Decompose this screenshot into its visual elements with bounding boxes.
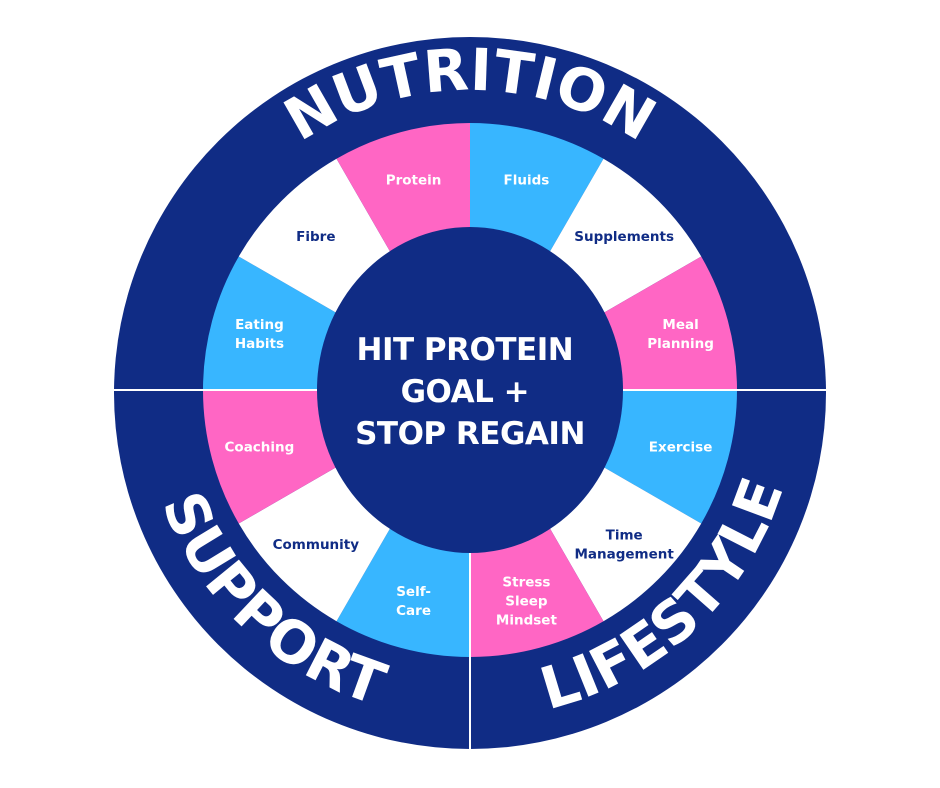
- segment-coaching: [203, 390, 341, 524]
- center-circle: [317, 227, 623, 553]
- segment-fibre: [238, 158, 395, 315]
- segment-self-care: [336, 519, 470, 657]
- segment-ring: [203, 123, 737, 657]
- segment-community: [238, 465, 395, 622]
- segment-protein: [336, 123, 470, 261]
- segment-label: Community: [273, 537, 360, 553]
- segment-label: Protein: [386, 172, 442, 188]
- segment-label: Fluids: [504, 172, 550, 188]
- segment-stress-sleep-mindset: [470, 519, 604, 657]
- segment-label: Exercise: [649, 439, 713, 455]
- segment-time-management: [545, 465, 702, 622]
- center-goal-text: HIT PROTEIN GOAL + STOP REGAIN: [355, 332, 585, 452]
- segment-label: Coaching: [225, 439, 295, 455]
- segment-meal-planning: [599, 256, 737, 390]
- segment-label: Supplements: [574, 229, 674, 245]
- segment-eating-habits: [203, 256, 341, 390]
- segment-label: Self-Care: [396, 584, 431, 619]
- segment-supplements: [545, 158, 702, 315]
- segment-exercise: [599, 390, 737, 524]
- segment-label: Fibre: [296, 229, 335, 245]
- segment-fluids: [470, 123, 604, 261]
